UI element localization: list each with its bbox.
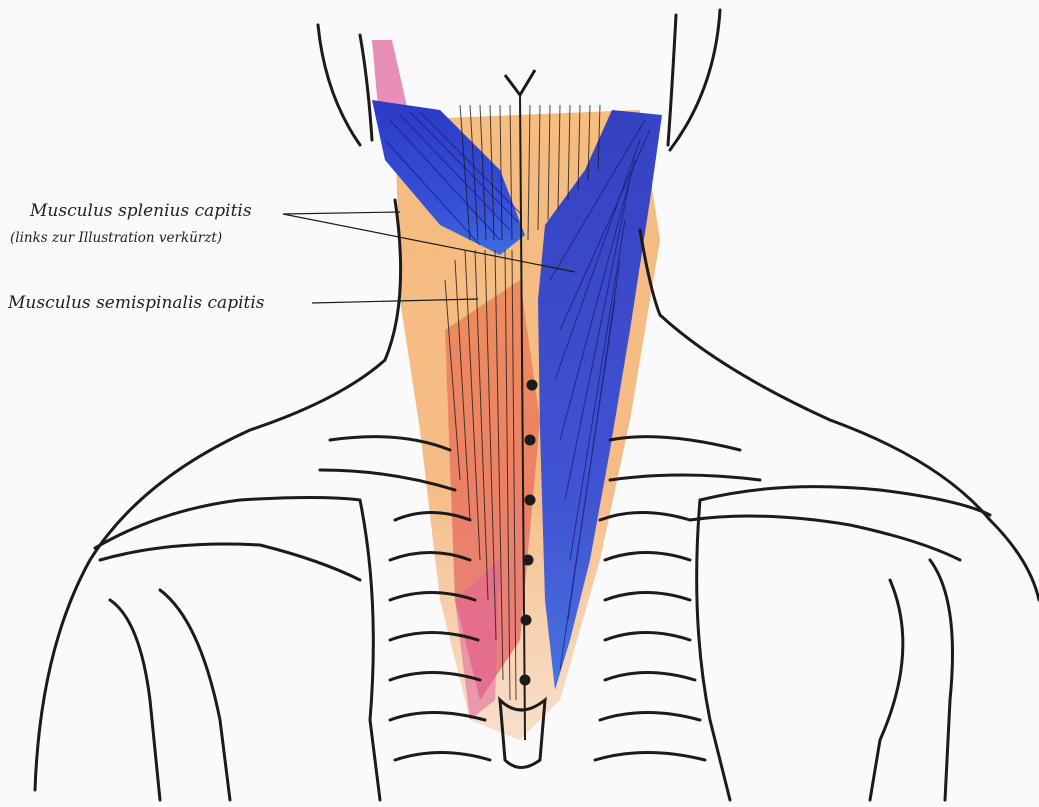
label-splenius-note: (links zur Illustration verkürzt): [10, 230, 222, 246]
label-splenius-capitis: Musculus splenius capitis: [30, 201, 252, 221]
label-semispinalis-capitis: Musculus semispinalis capitis: [8, 293, 265, 313]
